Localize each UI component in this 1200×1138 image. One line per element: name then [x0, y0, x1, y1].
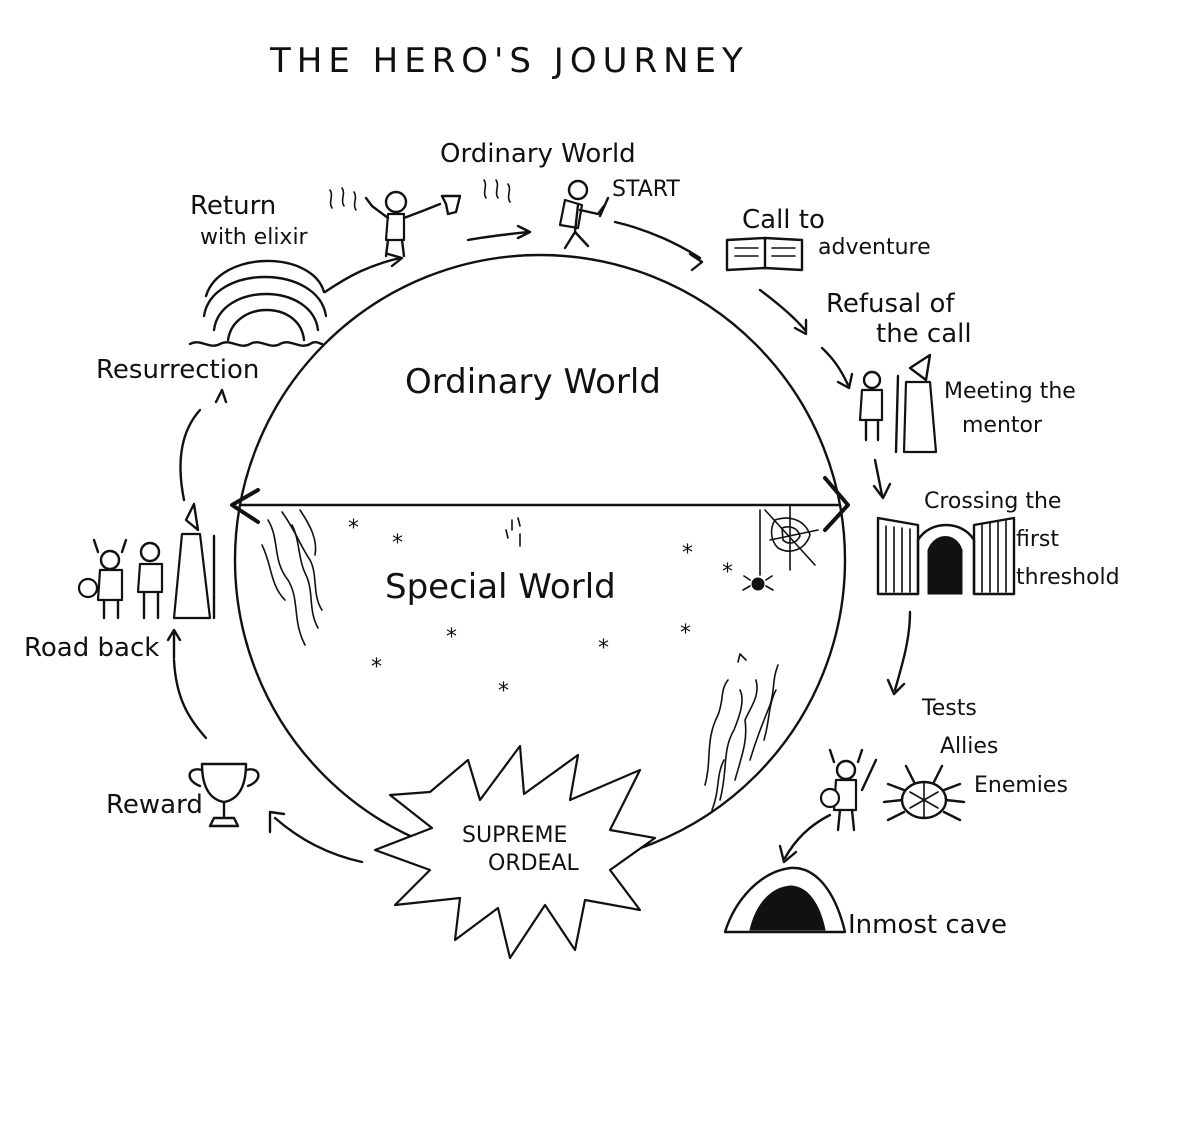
svg-text:*: * [446, 625, 457, 650]
arrow-ordeal-to-reward [273, 816, 364, 864]
trophy-icon [188, 762, 260, 828]
viking-warrior-icon [819, 748, 878, 832]
stage-call-line1: Call to [742, 205, 825, 235]
svg-text:*: * [722, 560, 733, 585]
cave-icon [723, 866, 847, 934]
svg-text:*: * [682, 541, 693, 566]
arrow-return-to-start [466, 230, 530, 242]
stage-return-line2: with elixir [200, 225, 309, 250]
stage-resurrection: Resurrection [96, 355, 259, 385]
arrowhead [166, 628, 182, 642]
three-companions-icon [77, 502, 216, 620]
stage-inmost-cave: Inmost cave [848, 910, 1007, 940]
gate-icon [876, 516, 1016, 596]
arrow-reward-to-roadback [172, 658, 208, 740]
stage-mentor-line1: Meeting the [944, 379, 1076, 404]
stage-refusal-line2: the call [876, 319, 972, 349]
svg-text:*: * [371, 655, 382, 680]
svg-text:*: * [680, 621, 691, 646]
stage-road-back: Road back [24, 633, 159, 663]
beetle-enemy-icon [882, 764, 966, 822]
svg-text:*: * [598, 636, 609, 661]
supreme-ordeal-burst [373, 744, 657, 960]
diagram-title: THE HERO'S JOURNEY [269, 41, 749, 81]
stage-reward: Reward [106, 790, 203, 820]
arrowhead [872, 482, 892, 500]
stage-threshold-line3: threshold [1016, 565, 1120, 590]
svg-text:*: * [498, 679, 509, 704]
arrow-call-to-refusal [758, 288, 807, 332]
stage-call-line2: adventure [818, 235, 931, 260]
stage-supreme-ordeal-line2: ORDEAL [488, 851, 579, 876]
arrowhead [214, 388, 228, 404]
spider-icon [742, 575, 774, 591]
hero-and-mentor-icon [858, 353, 938, 454]
arrowhead [886, 678, 906, 696]
stage-threshold-line2: first [1016, 527, 1059, 552]
stage-start: START [612, 177, 680, 202]
open-book-icon [725, 236, 804, 272]
hero-with-elixir-icon [364, 190, 462, 258]
stage-allies: Allies [940, 734, 998, 759]
stage-tests: Tests [921, 696, 977, 721]
arrowhead [688, 252, 704, 272]
stage-refusal-line1: Refusal of [826, 289, 955, 319]
stage-return-line1: Return [190, 191, 276, 221]
stage-enemies: Enemies [974, 773, 1068, 798]
radiance-icon [329, 179, 511, 211]
stage-supreme-ordeal-line1: SUPREME [462, 823, 567, 848]
arrow-threshold-to-tests [893, 610, 912, 692]
flames-left-icon [261, 509, 323, 646]
region-ordinary-world: Ordinary World [405, 362, 661, 402]
svg-text:*: * [392, 531, 403, 556]
stage-threshold-line1: Crossing the [924, 489, 1061, 514]
arrowhead [836, 372, 854, 390]
arc-resurrection-to-return [323, 256, 402, 294]
arrowhead [793, 318, 808, 336]
threshold-arrow-right [823, 476, 850, 532]
spider-web-icon [759, 504, 819, 576]
arrow-start-to-call [613, 220, 702, 260]
arrowhead [778, 844, 798, 864]
stage-mentor-line2: mentor [962, 413, 1043, 438]
svg-text:*: * [348, 516, 359, 541]
arrowhead [268, 810, 286, 834]
hero-walking-icon [558, 179, 610, 250]
arrow-tests-to-cave [783, 813, 832, 860]
arrow-refusal-to-mentor [820, 346, 850, 387]
sparkle-icon [505, 517, 521, 547]
flames-right-icon [704, 664, 779, 811]
small-arrow-icon [737, 653, 747, 663]
arrowhead [516, 224, 532, 240]
stage-ordinary-world: Ordinary World [440, 139, 636, 169]
threshold-arrow-left [230, 488, 260, 524]
stars-decoration: * * * * * * * * * [348, 516, 733, 704]
region-special-world: Special World [385, 567, 616, 607]
rainbow-water-icon [188, 259, 328, 347]
arrow-mentor-to-threshold [873, 458, 884, 497]
journey-circle [233, 253, 847, 867]
arrowhead [386, 252, 404, 268]
arrow-roadback-to-resurrection [179, 408, 202, 502]
